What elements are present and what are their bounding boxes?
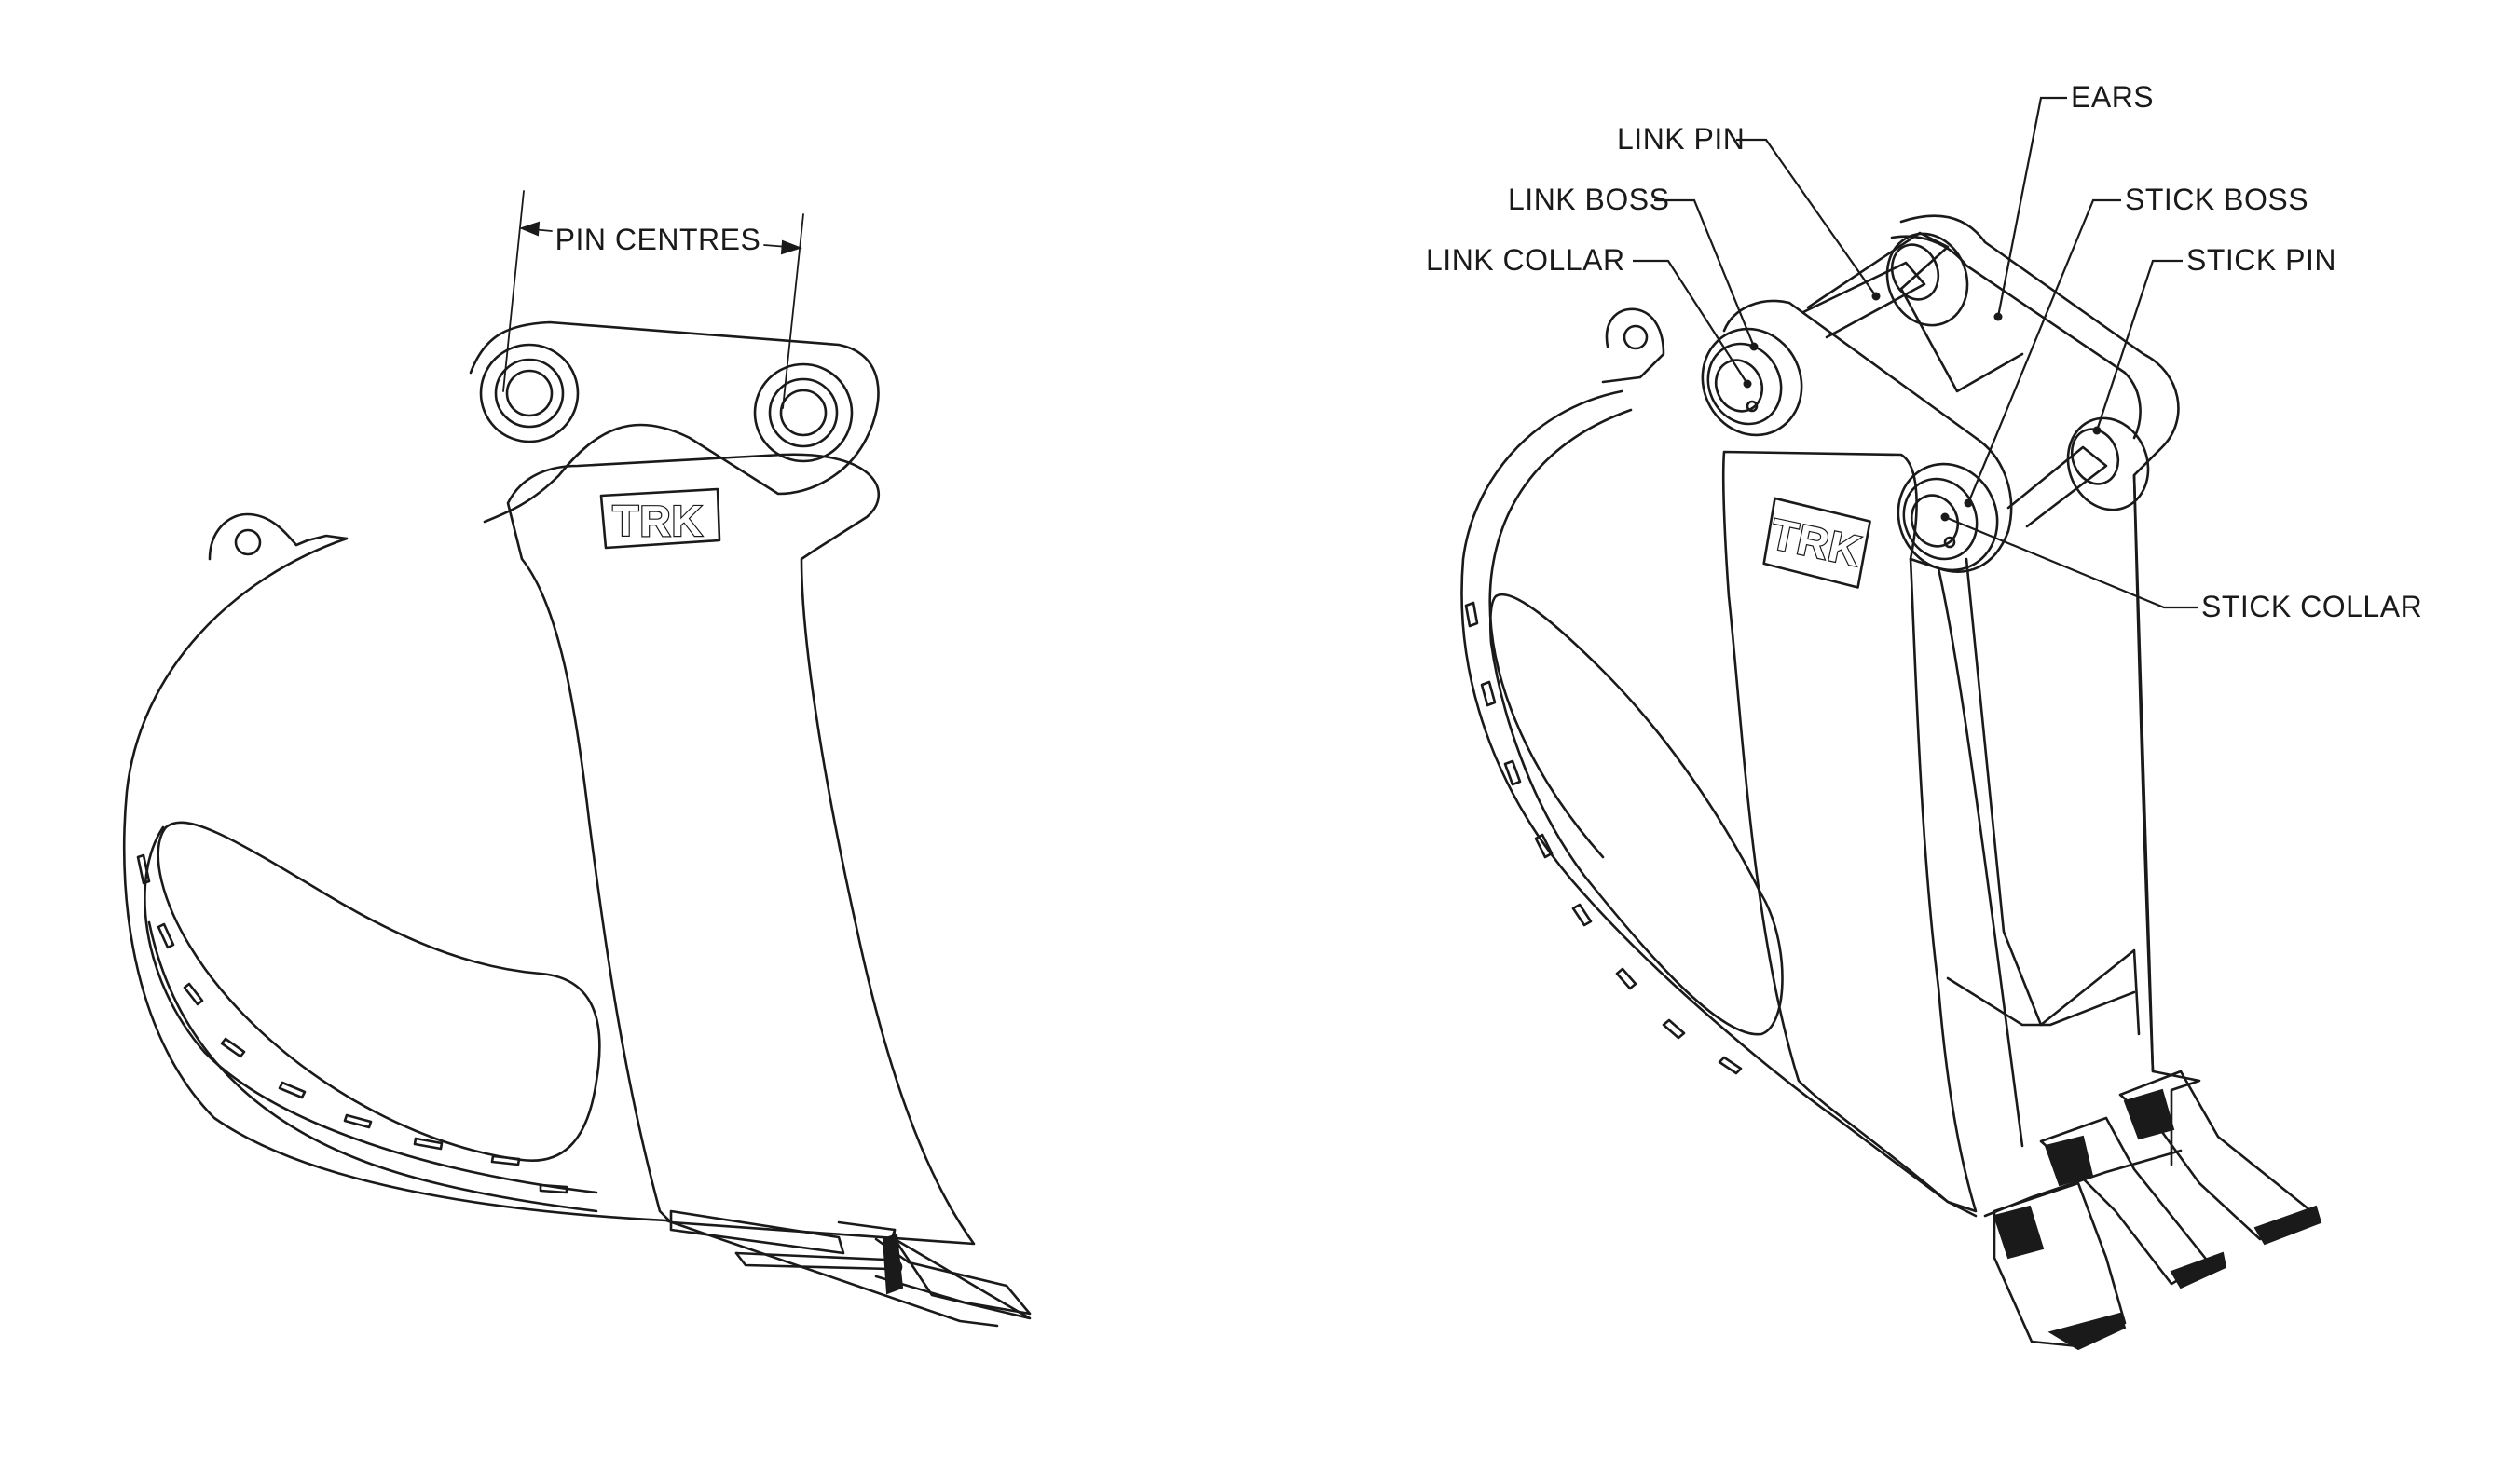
iso-floor-line <box>1946 976 2136 1027</box>
bucket-shell-outline <box>122 537 999 1328</box>
iso-ear-rear <box>1899 214 2201 1166</box>
iso-stick-pin <box>2006 416 2150 528</box>
label-stick-collar: STICK COLLAR <box>2201 590 2422 623</box>
ear-plate <box>469 320 880 524</box>
callout-link-collar: LINK COLLAR <box>1426 243 1752 389</box>
tooth-pin-side <box>886 1259 903 1275</box>
iso-lifting-eye <box>1601 307 1665 384</box>
callout-stick-boss: STICK BOSS <box>1964 183 2308 508</box>
iso-rear-side-edge <box>2132 473 2155 1073</box>
iso-rear-wall <box>1965 557 2141 1036</box>
label-stick-boss: STICK BOSS <box>2125 183 2308 216</box>
side-view: PIN CENTRES <box>122 190 1032 1328</box>
lifting-eye <box>208 512 349 561</box>
iso-logo-text: TRK <box>1767 509 1866 575</box>
callout-link-boss: LINK BOSS <box>1508 183 1759 351</box>
side-cutting-edge <box>669 1209 845 1255</box>
lifting-eye-hole <box>234 528 262 556</box>
side-logo-text: TRK <box>612 497 704 545</box>
iso-tooth-1 <box>1993 1181 2127 1351</box>
pin-centres-dimension: PIN CENTRES <box>502 190 804 409</box>
label-stick-pin: STICK PIN <box>2186 243 2336 277</box>
iso-cross-tube <box>1806 231 2024 393</box>
iso-tooth-3 <box>2118 1070 2322 1246</box>
bucket-lower-lip <box>147 920 598 1213</box>
iso-side-cutout <box>1488 593 1784 1036</box>
arrowhead-left <box>519 221 541 237</box>
link-pin-boss-side <box>753 362 854 463</box>
iso-link-pin <box>1801 232 1969 339</box>
label-link-boss: LINK BOSS <box>1508 183 1669 216</box>
iso-cutting-edge <box>1983 1149 2183 1218</box>
label-link-pin: LINK PIN <box>1617 122 1745 156</box>
callout-stick-pin: STICK PIN <box>2092 243 2336 435</box>
callout-ears: EARS <box>1993 80 2154 321</box>
label-ears: EARS <box>2071 80 2154 114</box>
iso-lifting-eye-hole <box>1623 324 1649 350</box>
iso-link-boss <box>1701 327 1803 437</box>
iso-wear-strips <box>1464 601 1743 1075</box>
iso-ear-front <box>1722 299 2013 573</box>
bucket-inner-shell <box>144 825 598 1194</box>
iso-ear-rear-inner <box>1890 235 2142 440</box>
iso-inner-wall <box>1937 566 2024 1148</box>
wear-strips-side <box>136 853 568 1194</box>
iso-logo-plate: TRK <box>1762 497 1871 589</box>
extension-line-left <box>502 190 525 392</box>
pin-centres-label: PIN CENTRES <box>555 223 761 256</box>
iso-bucket-inner <box>1488 408 1633 859</box>
stick-pin-boss-side <box>479 343 580 443</box>
iso-teeth <box>1983 1070 2322 1351</box>
callout-link-pin: LINK PIN <box>1617 122 1881 301</box>
arrowhead-right <box>780 239 803 255</box>
iso-tooth-2 <box>2039 1116 2227 1289</box>
callout-stick-collar: STICK COLLAR <box>1940 512 2422 623</box>
iso-side-plate <box>1721 450 1978 1213</box>
side-logo-plate: TRK <box>599 487 721 550</box>
side-tooth <box>734 1220 1032 1320</box>
iso-view: TRK LINK PIN EARS LINK BOSS STICK BOSS L… <box>1426 80 2422 1351</box>
side-plate <box>506 453 976 1246</box>
side-cutout <box>157 821 601 1162</box>
extension-line-right <box>782 213 804 409</box>
label-link-collar: LINK COLLAR <box>1426 243 1625 277</box>
iso-bucket-shell <box>1460 389 1978 1218</box>
